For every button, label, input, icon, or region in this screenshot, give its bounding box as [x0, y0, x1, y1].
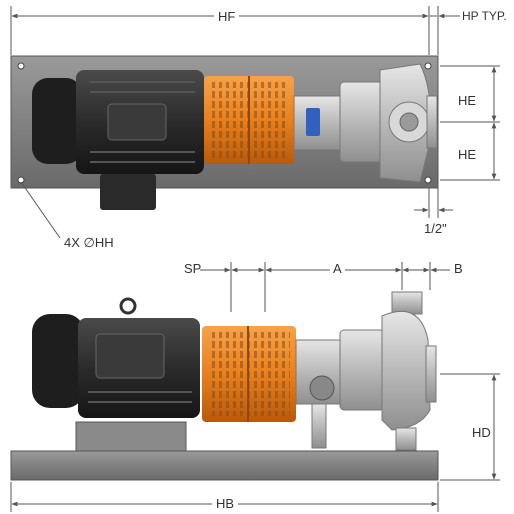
he-upper-label: HE [458, 93, 477, 108]
top-bearing-frame [293, 81, 383, 163]
top-motor [32, 70, 204, 210]
sp-label: SP [184, 261, 202, 276]
side-view [10, 262, 500, 512]
hp-typ-dimension-line [430, 6, 460, 55]
a-label: A [330, 262, 345, 275]
mounting-hole [424, 176, 432, 184]
top-view [10, 6, 500, 239]
he-lower-label: HE [458, 147, 477, 162]
hp-typ-label: HP TYP. [462, 9, 507, 23]
half-inch-dimension-line [414, 188, 453, 218]
holes-label: 4X ∅HH [64, 235, 114, 250]
side-coupling-guard [202, 326, 296, 422]
side-motor [32, 297, 200, 418]
mounting-hole [424, 62, 432, 70]
mounting-hole [17, 62, 25, 70]
half-inch-label: 1/2" [424, 221, 447, 236]
he-dimension-lines [440, 65, 500, 181]
mounting-hole [17, 176, 25, 184]
holes-leader-line [20, 181, 61, 239]
motor-riser-block [75, 421, 187, 452]
hd-dimension-line [440, 373, 500, 481]
top-coupling-guard [204, 76, 294, 164]
b-label: B [454, 261, 463, 276]
hd-label: HD [470, 425, 493, 440]
hb-label: HB [212, 497, 239, 510]
hf-label: HF [214, 10, 240, 23]
side-bearing-frame [295, 329, 385, 449]
top-pump-casing [379, 63, 438, 183]
side-base-plate [10, 450, 439, 481]
side-pump-casing [381, 291, 437, 451]
